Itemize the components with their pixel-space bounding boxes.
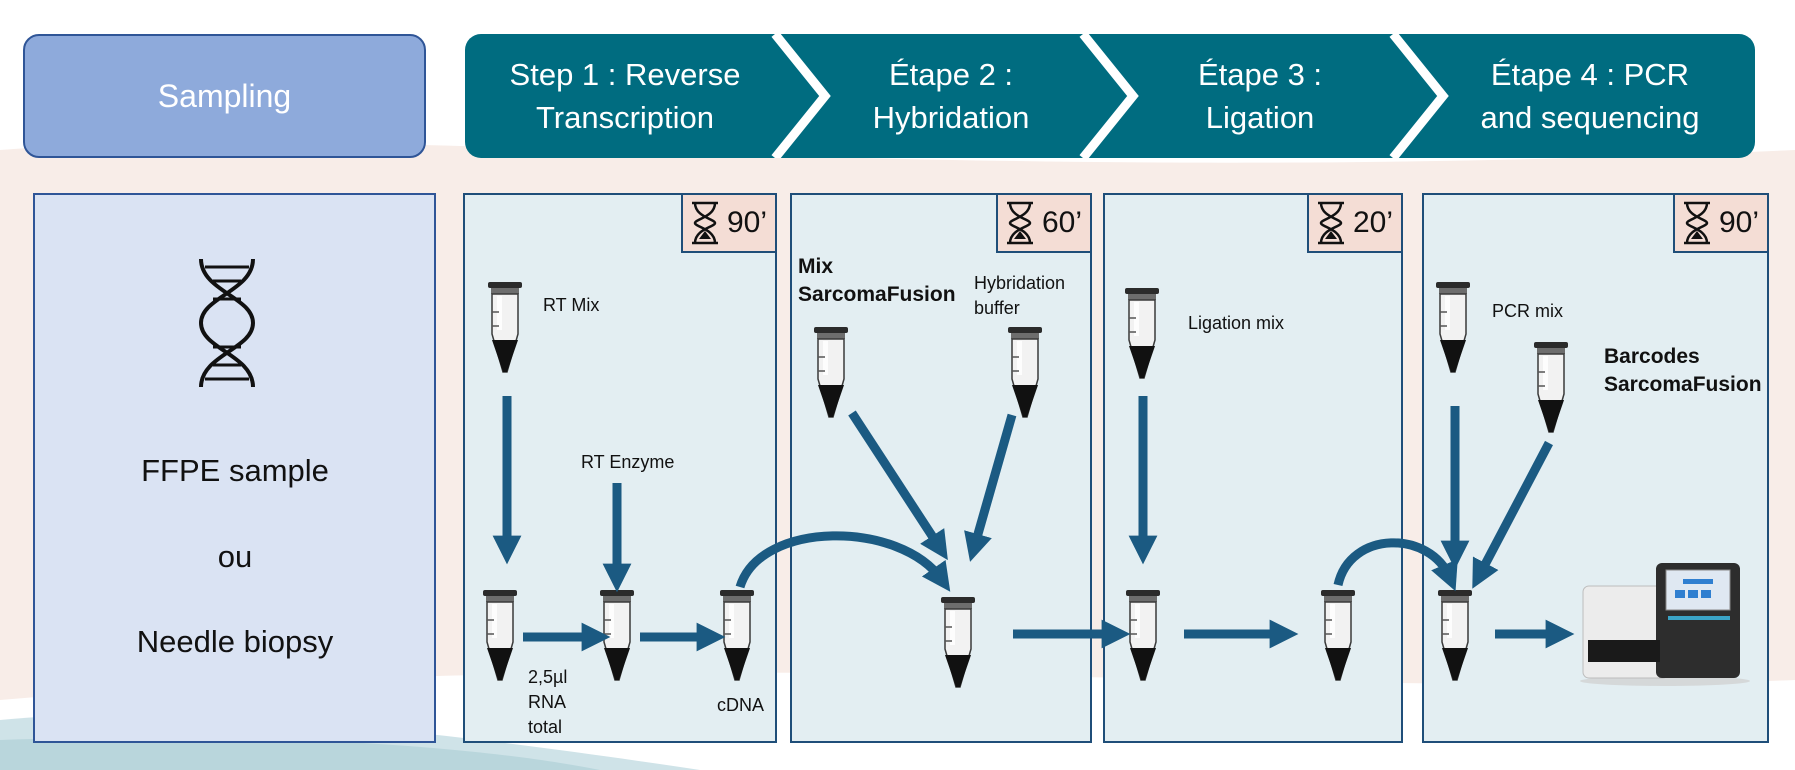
cdna-label: cDNA xyxy=(717,695,765,715)
steps-bar: Step 1 : Reverse Transcription Étape 2 :… xyxy=(465,34,1755,158)
hourglass-icon xyxy=(691,201,718,245)
sample-type-ffpe: FFPE sample xyxy=(141,453,329,488)
step-2-label: Étape 2 : Hybridation xyxy=(872,57,1030,135)
step-2-timer-value: 60’ xyxy=(1041,206,1082,239)
step-1-panel: 90’ RT Mix RT Enzyme 2,5µl RNA total cDN… xyxy=(463,193,777,743)
sample-type-needle-biopsy: Needle biopsy xyxy=(136,624,334,659)
sampling-panel: FFPE sample ou Needle biopsy xyxy=(33,193,436,743)
step-chevron-dividers xyxy=(771,34,1449,158)
step-4-timer-value: 90’ xyxy=(1718,206,1759,239)
step-1-timer: 90’ xyxy=(680,195,775,253)
step-4-panel: 90’ PCR mix Barcodes SarcomaFusion xyxy=(1422,193,1769,743)
hourglass-icon xyxy=(1683,201,1710,245)
hourglass-icon xyxy=(1317,201,1344,245)
sampling-header-label: Sampling xyxy=(157,77,292,114)
step-1-timer-value: 90’ xyxy=(726,206,767,239)
rna-label: 2,5µl RNA total xyxy=(528,667,568,737)
sampling-header: Sampling xyxy=(23,34,426,158)
step-2-timer: 60’ xyxy=(995,195,1090,253)
hourglass-icon xyxy=(1006,201,1033,245)
step-4-label: Étape 4 : PCR and sequencing xyxy=(1480,57,1700,135)
step-3-panel: 20’ Ligation mix xyxy=(1103,193,1403,743)
ligation-mix-label: Ligation mix xyxy=(1188,313,1285,333)
step-4-timer: 90’ xyxy=(1672,195,1767,253)
dna-helix-icon xyxy=(198,258,256,388)
step-2-panel: 60’ Mix SarcomaFusion Hybridation buffer xyxy=(790,193,1092,743)
mix-sarcomafusion-label: Mix SarcomaFusion xyxy=(798,255,956,306)
barcodes-sarcomafusion-label: Barcodes SarcomaFusion xyxy=(1604,345,1762,396)
hybridation-buffer-label: Hybridation buffer xyxy=(974,273,1066,318)
sample-type-or: ou xyxy=(217,539,253,574)
pcr-mix-label: PCR mix xyxy=(1492,301,1563,321)
rt-mix-label: RT Mix xyxy=(543,295,600,315)
step-3-timer-value: 20’ xyxy=(1352,206,1393,239)
step-3-timer: 20’ xyxy=(1306,195,1401,253)
rt-enzyme-label: RT Enzyme xyxy=(581,452,675,472)
step-3-label: Étape 3 : Ligation xyxy=(1197,57,1323,135)
step-1-label: Step 1 : Reverse Transcription xyxy=(509,57,741,135)
